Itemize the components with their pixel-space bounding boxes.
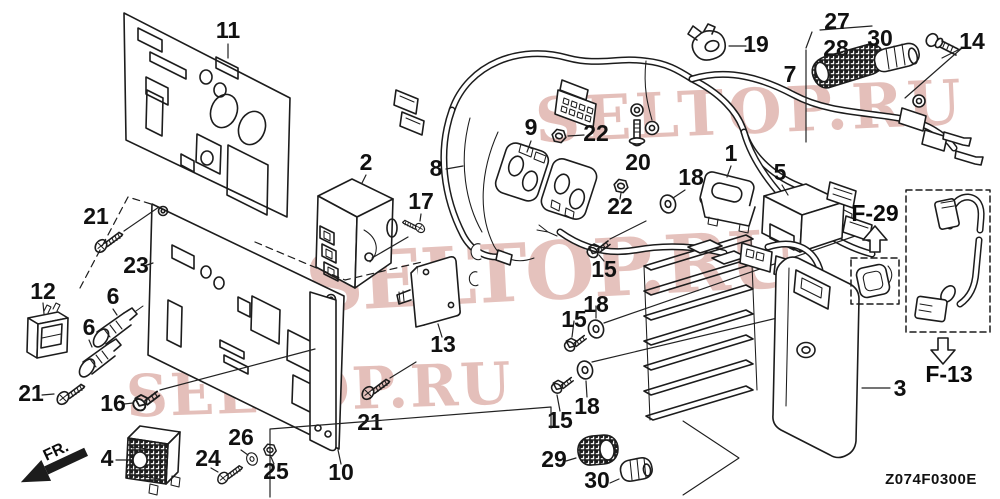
part-9-receptacles xyxy=(494,140,598,220)
part-30-cap-lower xyxy=(609,457,653,484)
fr-arrow-shaft xyxy=(44,447,88,475)
part-6-socket xyxy=(78,338,122,378)
part-18-washer xyxy=(585,317,607,341)
part-19-clamp xyxy=(687,23,747,61)
frame-ref-f29-label: F-29 xyxy=(851,200,898,226)
callout-10: 10 xyxy=(328,459,354,485)
part-7-sub-harness-ends xyxy=(826,94,984,242)
part-16-screw xyxy=(123,348,316,414)
down-arrow-icon xyxy=(930,337,956,365)
callout-15: 15 xyxy=(591,256,617,282)
callout-29: 29 xyxy=(541,446,567,472)
part-12-rocker-switch xyxy=(26,302,69,359)
part-22-nut xyxy=(612,177,630,195)
callout-24: 24 xyxy=(195,445,221,471)
callout-22: 22 xyxy=(583,120,609,146)
callout-26: 26 xyxy=(228,424,254,450)
callout-19: 19 xyxy=(743,31,769,57)
callout-22: 22 xyxy=(607,193,633,219)
part-4-pilot-box xyxy=(115,425,181,496)
callout-18: 18 xyxy=(574,393,600,419)
callout-30: 30 xyxy=(584,467,610,493)
part-21-screw xyxy=(92,206,160,256)
callout-2: 2 xyxy=(360,149,373,175)
part-15-bolt xyxy=(584,220,647,262)
callout-12: 12 xyxy=(30,278,56,304)
callout-6: 6 xyxy=(107,283,120,309)
callout-20: 20 xyxy=(625,149,651,175)
part-21-screw xyxy=(41,383,86,408)
part-30-cap xyxy=(873,42,920,73)
callout-18: 18 xyxy=(678,164,704,190)
part-29-grommet xyxy=(565,434,619,466)
part-10-bracket xyxy=(309,291,342,465)
part-8-wire-harness xyxy=(393,50,958,287)
frame-ref-f13-label: F-13 xyxy=(925,361,972,387)
callout-27: 27 xyxy=(824,8,850,34)
callout-21: 21 xyxy=(18,380,44,406)
part-14-screw xyxy=(904,32,963,99)
callout-23: 23 xyxy=(123,252,149,278)
callout-1: 1 xyxy=(725,140,738,166)
part-20-screw xyxy=(628,103,646,147)
callout-4: 4 xyxy=(101,445,114,471)
part-1-holder xyxy=(699,165,756,234)
front-direction-marker: FR. xyxy=(20,438,88,483)
part-24-25-26-group xyxy=(210,406,552,498)
callout-5: 5 xyxy=(774,159,787,185)
callout-3: 3 xyxy=(894,375,907,401)
part-27-bracket-lines xyxy=(805,25,873,143)
callout-30: 30 xyxy=(867,25,893,51)
hidden-line xyxy=(254,241,423,281)
part-15-bolt xyxy=(561,334,587,354)
callout-15: 15 xyxy=(561,306,587,332)
part-5-control-unit xyxy=(761,183,853,253)
up-arrow-icon xyxy=(862,225,888,253)
part-18-washer xyxy=(574,358,596,382)
callout-14: 14 xyxy=(959,28,985,54)
callout-11: 11 xyxy=(216,17,241,43)
part-3-inverter xyxy=(643,234,891,496)
callout-21: 21 xyxy=(83,203,109,229)
part-11-upper-panel xyxy=(123,12,291,218)
callout-25: 25 xyxy=(263,458,289,484)
part-6-socket xyxy=(92,305,144,348)
frame-ref-f29 xyxy=(850,225,900,305)
frame-ref-f13 xyxy=(905,189,991,365)
part-2-switch-box xyxy=(315,174,398,289)
callout-7: 7 xyxy=(784,61,797,87)
part-13-circuit-breaker xyxy=(396,256,461,338)
part-21-screw xyxy=(359,361,417,403)
fr-arrow-head xyxy=(20,460,52,483)
callout-13: 13 xyxy=(430,331,456,357)
callout-6: 6 xyxy=(83,314,96,340)
part-15-bolt xyxy=(548,376,574,396)
callout-17: 17 xyxy=(408,188,434,214)
callout-16: 16 xyxy=(100,390,126,416)
drawing-code: Z074F0300E xyxy=(885,471,977,488)
callout-9: 9 xyxy=(525,114,538,140)
callout-18: 18 xyxy=(583,291,609,317)
part-17-screw xyxy=(371,213,428,259)
callout-8: 8 xyxy=(430,155,443,181)
